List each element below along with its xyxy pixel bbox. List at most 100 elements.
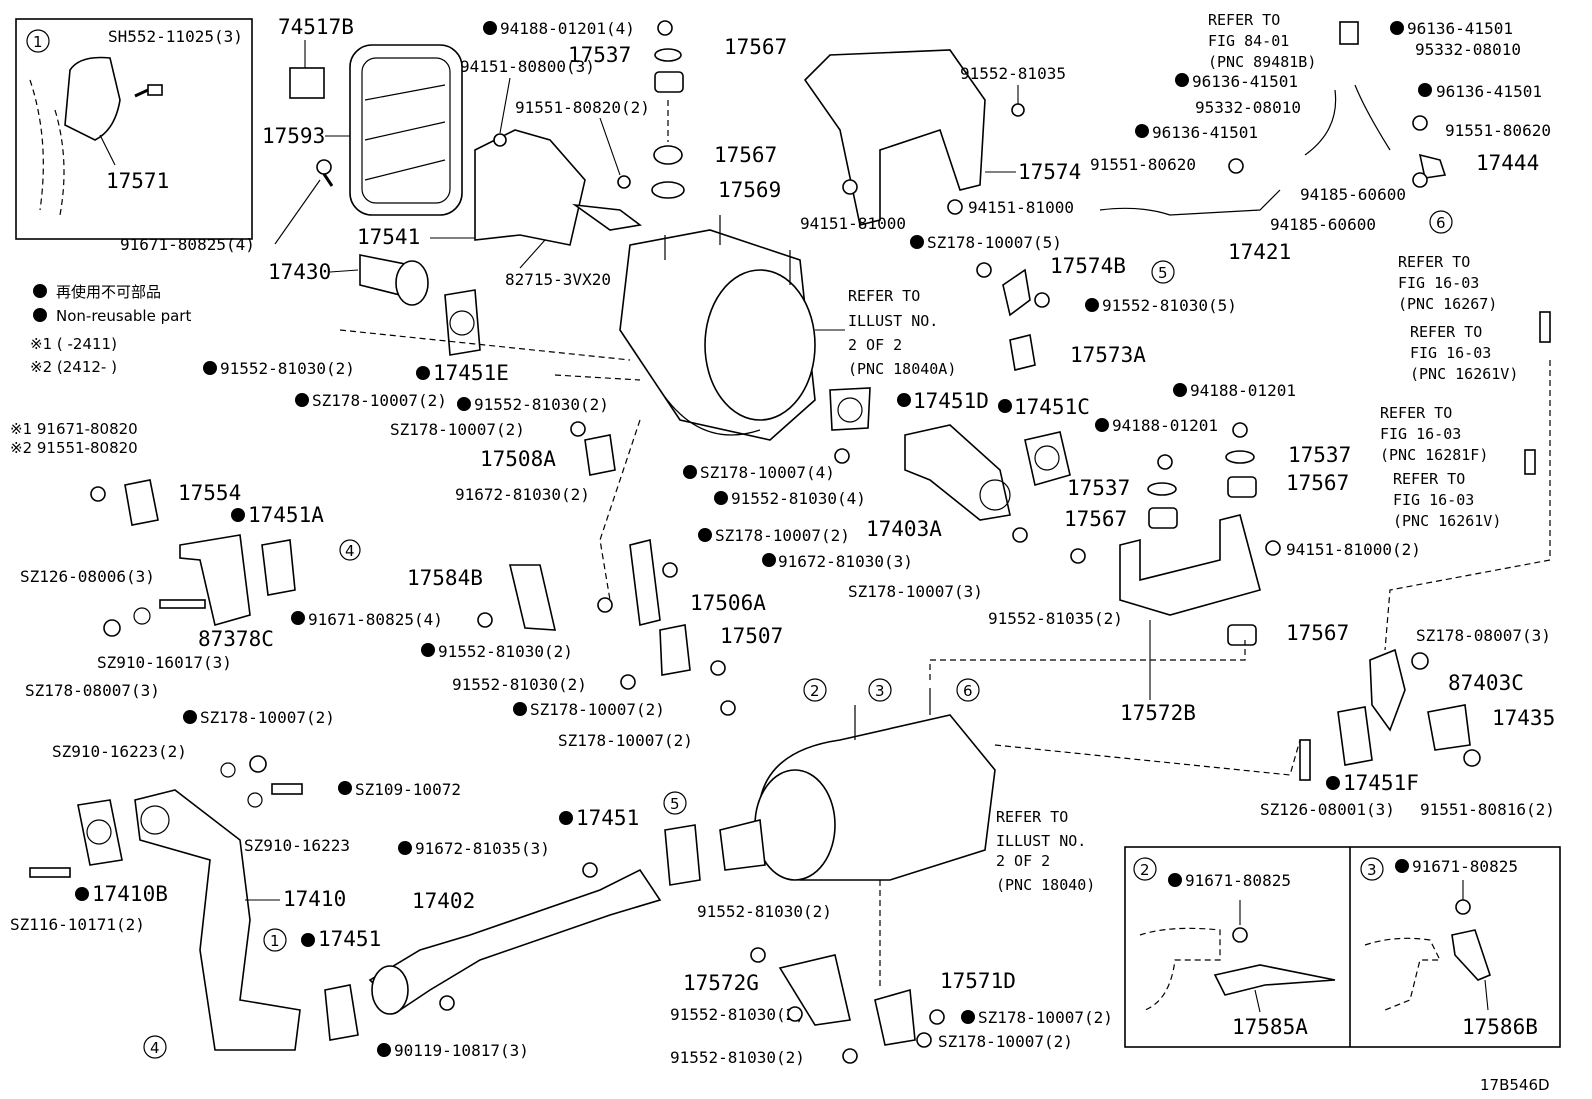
label-sz126-08006-3: SZ126-08006(3) <box>20 567 155 586</box>
refer-r5-line3: (PNC 16261V) <box>1410 365 1518 383</box>
bolt-icon <box>1034 292 1050 308</box>
label-sz116-10171-2: SZ116-10171(2) <box>10 915 145 934</box>
bolt-icon <box>617 175 631 189</box>
bracket-17571 <box>64 56 121 141</box>
mount-17567e <box>1227 624 1257 646</box>
refer-r7-line3: (PNC 16261V) <box>1393 512 1501 530</box>
label-82715-3VX20: 82715-3VX20 <box>505 270 611 289</box>
callout-3-number: 3 <box>875 682 885 700</box>
inset-2-callout <box>1133 857 1157 881</box>
refer-r1-line4: (PNC 18040A) <box>848 360 956 378</box>
label-94151-80800: 94151-80800(3) <box>460 57 595 76</box>
nut-icon <box>834 448 850 464</box>
label-sz178-10007-4: SZ178-10007(4) <box>700 463 835 482</box>
bracket-17573A <box>1009 334 1036 371</box>
refer-r2-line2: ILLUST NO. <box>996 832 1086 850</box>
nut-icon <box>710 660 726 676</box>
label-91552-81030-2f: 91552-81030(2) <box>670 1005 805 1024</box>
gasket-17451C <box>1024 431 1071 487</box>
nut-icon <box>929 1009 945 1025</box>
label-17569: 17569 <box>718 178 781 202</box>
washer-icon <box>133 607 151 625</box>
label-17574B: 17574B <box>1050 254 1126 278</box>
label-sz178-10007-2e: SZ178-10007(2) <box>558 731 693 750</box>
nut-icon <box>1265 540 1281 556</box>
nut-icon <box>1012 527 1028 543</box>
label-17421: 17421 <box>1228 240 1291 264</box>
label-91552-81030-2a: 91552-81030(2) <box>220 359 355 378</box>
non-reusable-dot-icon <box>1175 73 1189 87</box>
callout-5-top-number: 5 <box>1158 264 1168 282</box>
non-reusable-dot-icon <box>513 702 527 716</box>
bracket-87378C <box>179 534 251 627</box>
bolt-icon <box>1455 880 1471 915</box>
flange-lower <box>719 819 766 871</box>
label-sz910-16223: SZ910-16223 <box>244 836 350 855</box>
label-sz178-08007-3a: SZ178-08007(3) <box>25 681 160 700</box>
label-94151-81000-b: 94151-81000 <box>968 198 1074 217</box>
bolt-icon <box>1228 158 1244 174</box>
refer-r6-line3: (PNC 16281F) <box>1380 446 1488 464</box>
non-reusable-dot-icon <box>231 508 245 522</box>
non-reusable-dot-icon <box>1135 124 1149 138</box>
non-reusable-dot-icon <box>910 235 924 249</box>
bolt-icon <box>439 995 455 1011</box>
label-17402: 17402 <box>412 889 475 913</box>
label-17567-left: 17567 <box>1064 507 1127 531</box>
nut-icon <box>1232 422 1248 438</box>
inset-3-bolt-label: 91671-80825 <box>1412 857 1518 876</box>
inset-2-number: 2 <box>1140 861 1150 879</box>
refer-r3-line2: FIG 84-01 <box>1208 32 1289 50</box>
nut-icon <box>1412 172 1428 188</box>
bracket-17506A <box>629 539 661 626</box>
non-reusable-dot-icon <box>295 393 309 407</box>
pipe-17402 <box>368 868 662 1012</box>
non-reusable-dot-icon <box>33 308 47 322</box>
bolt-icon <box>582 862 598 878</box>
refer-r2-line1: REFER TO <box>996 808 1068 826</box>
callout-1-number: 1 <box>270 932 280 950</box>
label-17451F: 17451F <box>1343 771 1419 795</box>
bolt-icon <box>597 597 613 613</box>
label-17572G: 17572G <box>683 971 759 995</box>
non-reusable-dot-icon <box>416 366 430 380</box>
nut-icon <box>1157 454 1173 470</box>
bolt-icon <box>1070 548 1086 564</box>
stud-icon <box>159 599 206 609</box>
label-90119-10817-3: 90119-10817(3) <box>394 1041 529 1060</box>
label-91672-81030-2: 91672-81030(2) <box>455 485 590 504</box>
bolt-icon <box>1011 103 1025 117</box>
callout-4-number: 4 <box>345 542 355 560</box>
label-96136-41501-c: 96136-41501 <box>1436 82 1542 101</box>
non-reusable-dot-icon <box>33 284 47 298</box>
label-17508A: 17508A <box>480 447 556 471</box>
nut-icon <box>493 133 507 147</box>
pipe-17421 <box>1099 189 1281 216</box>
label-91552-81030-2b: 91552-81030(2) <box>474 395 609 414</box>
callout-5-top <box>1151 260 1175 284</box>
label-94188-01201-b: 94188-01201 <box>1112 416 1218 435</box>
hose-end-icon <box>1539 311 1551 343</box>
callout-5-number: 5 <box>670 795 680 813</box>
stud-icon <box>29 867 71 878</box>
label-95332-08010-b: 95332-08010 <box>1195 98 1301 117</box>
non-reusable-dot-icon <box>1095 418 1109 432</box>
label-17572B: 17572B <box>1120 701 1196 725</box>
inset-1-number: 1 <box>33 33 43 51</box>
bracket-17507 <box>659 624 691 676</box>
legend-japanese: 再使用不可部品 <box>56 283 161 301</box>
callout-6-top-number: 6 <box>1436 214 1446 232</box>
label-94151-81000-a: 94151-81000 <box>800 214 906 233</box>
callout-4-top <box>339 539 361 561</box>
nut-icon <box>249 755 267 773</box>
label-17537-left: 17537 <box>1067 476 1130 500</box>
label-sz178-10007-2h: SZ178-10007(2) <box>938 1032 1073 1051</box>
non-reusable-dot-icon <box>1173 383 1187 397</box>
non-reusable-dot-icon <box>1390 21 1404 35</box>
label-91552-81030-5: 91552-81030(5) <box>1102 296 1237 315</box>
label-sh552-11025: SH552-11025(3) <box>108 27 243 46</box>
bracket-17585A <box>1213 964 1336 996</box>
label-94185-60600-a: 94185-60600 <box>1300 185 1406 204</box>
refer-r1-line1: REFER TO <box>848 287 920 305</box>
gasket-17569 <box>651 181 685 199</box>
